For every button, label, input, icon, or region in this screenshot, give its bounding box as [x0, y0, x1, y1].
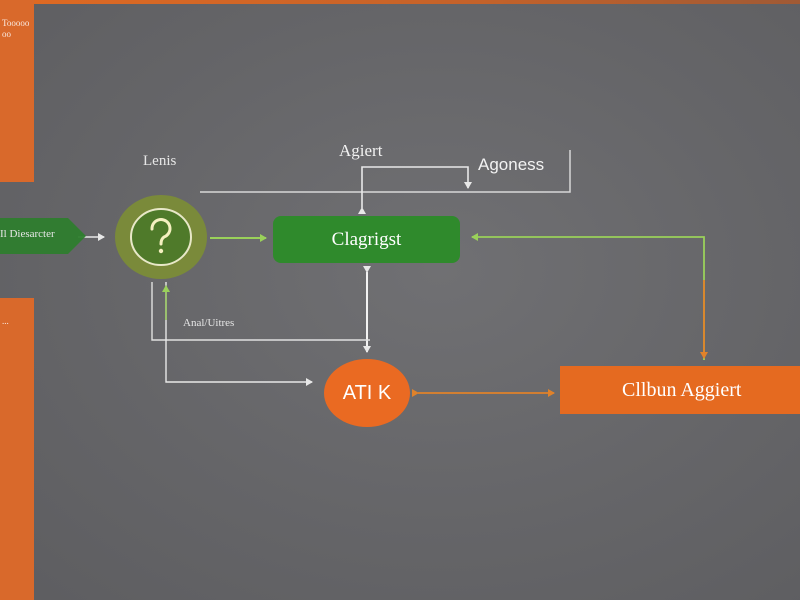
- cloud-agent-node-label: Cllbun Aggiert: [622, 378, 742, 401]
- start-to-circle-connector: [165, 282, 313, 386]
- start-node[interactable]: [114, 195, 208, 280]
- input-label: Il Diesarcter: [0, 228, 55, 240]
- right-to-center-connector: [471, 233, 705, 360]
- side-tab-bottom: ...: [0, 298, 34, 600]
- side-tab-top-text: Tooooooo: [2, 18, 30, 39]
- agiert-bracket-connector: [358, 166, 472, 214]
- question-mark-icon: [150, 218, 172, 254]
- atk-circle-node-label: ATI K: [342, 381, 392, 404]
- top-accent-bar: [0, 0, 800, 4]
- lenis-label: Lenis: [143, 153, 177, 169]
- side-tab-top: Tooooooo: [0, 0, 34, 182]
- annotation-label: Anal/Uitres: [183, 317, 235, 329]
- start-down-connector: [151, 282, 370, 341]
- top-frame-connector: [200, 150, 571, 193]
- input-arrow-shape: [0, 218, 86, 254]
- center-agent-node-label: Clagrigst: [331, 228, 402, 250]
- atk-circle-node[interactable]: ATI K: [324, 359, 410, 427]
- side-tab-bottom-text: ...: [2, 316, 9, 326]
- agoness-label: Agoness: [478, 155, 545, 174]
- agiert-label: Agiert: [339, 141, 383, 160]
- center-agent-node[interactable]: Clagrigst: [273, 216, 460, 263]
- cloud-agent-node[interactable]: Cllbun Aggiert: [560, 366, 800, 414]
